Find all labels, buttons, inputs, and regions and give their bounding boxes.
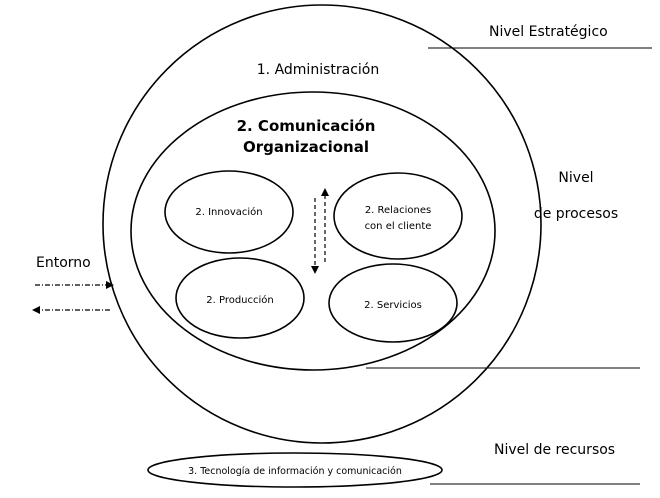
communication-title-line2: Organizacional: [243, 138, 369, 156]
processes-level-label-line1: Nivel: [558, 170, 593, 186]
administration-circle: [102, 4, 542, 444]
relations-label-line1: 2. Relaciones: [365, 205, 431, 216]
resources-ellipse-label: 3. Tecnología de información y comunicac…: [188, 466, 402, 477]
resources-ellipse: [147, 452, 443, 488]
processes-level-label-line2: de procesos: [534, 206, 618, 222]
production-label: 2. Producción: [206, 294, 274, 306]
communication-title-line1: 2. Comunicación: [237, 117, 376, 135]
strategic-level-label: Nivel Estratégico: [489, 24, 608, 40]
production-ellipse: [175, 257, 305, 339]
services-ellipse: [328, 263, 458, 343]
resources-level-label: Nivel de recursos: [494, 442, 615, 458]
environment-label: Entorno: [36, 255, 91, 271]
administration-label: 1. Administración: [257, 62, 379, 78]
communication-ellipse: [130, 91, 496, 371]
relations-label-line2: con el cliente: [365, 221, 432, 232]
innovation-ellipse: [164, 170, 294, 254]
services-label: 2. Servicios: [364, 300, 422, 311]
innovation-label: 2. Innovación: [195, 206, 262, 218]
relations-ellipse: [333, 172, 463, 260]
